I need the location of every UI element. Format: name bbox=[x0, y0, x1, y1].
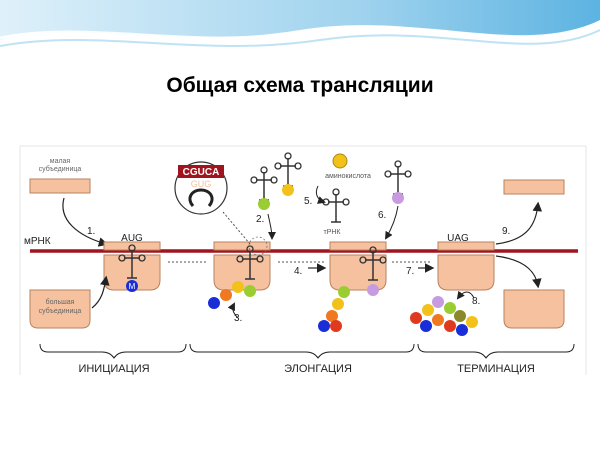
large-subunit-2 bbox=[213, 254, 271, 291]
step-label-3: 3. bbox=[234, 313, 242, 324]
peptide-4 bbox=[444, 302, 456, 314]
step-label-8: 8. bbox=[472, 296, 480, 307]
step-label-5: 5. bbox=[304, 196, 312, 207]
amino-r3-b bbox=[338, 286, 350, 298]
amino-r2-d bbox=[208, 297, 220, 309]
phase-label-elongation: ЭЛОНГАЦИЯ bbox=[284, 363, 352, 375]
peptide-1 bbox=[410, 312, 422, 324]
mrna-label: мРНК bbox=[24, 236, 51, 247]
amino-r2-c bbox=[220, 289, 232, 301]
small-subunit-label-line2: субъединица bbox=[39, 165, 82, 173]
peptide-5 bbox=[454, 310, 466, 322]
start-codon-label: AUG bbox=[121, 233, 143, 244]
small-subunit-free bbox=[29, 178, 91, 194]
peptide-8 bbox=[444, 320, 456, 332]
step-label-4: 4. bbox=[294, 266, 302, 277]
amino-r3-a bbox=[367, 284, 379, 296]
peptide-10 bbox=[466, 316, 478, 328]
amino-trna-b bbox=[282, 184, 294, 196]
amino-r3-c bbox=[332, 298, 344, 310]
amino-acid-label: аминокислота bbox=[325, 173, 371, 180]
translation-diagram: малая субъединица 1. мРНК AUG UAG больша… bbox=[19, 145, 587, 375]
step-label-2: 2. bbox=[256, 214, 264, 225]
large-subunit-label-line1: большая bbox=[46, 298, 75, 306]
step-label-6: 6. bbox=[378, 210, 386, 221]
anticodon-zoom-top-label: CGUCA bbox=[183, 167, 220, 178]
anticodon-zoom-box bbox=[178, 165, 224, 178]
stop-codon-label: UAG bbox=[447, 233, 469, 244]
large-subunit-released bbox=[503, 289, 565, 329]
amino-r2-a bbox=[244, 285, 256, 297]
amino-methionine bbox=[126, 280, 138, 292]
trna-label: тРНК bbox=[323, 229, 341, 236]
amino-trna-a bbox=[258, 198, 270, 210]
phase-label-termination: ТЕРМИНАЦИЯ bbox=[457, 363, 535, 375]
amino-r3-f bbox=[330, 320, 342, 332]
peptide-3 bbox=[432, 296, 444, 308]
large-subunit-4 bbox=[437, 254, 495, 291]
small-subunit-4 bbox=[437, 241, 495, 251]
small-subunit-3 bbox=[329, 241, 387, 251]
amino-r3-d bbox=[326, 310, 338, 322]
small-subunit-released bbox=[503, 179, 565, 195]
large-subunit-label-line2: субъединица bbox=[39, 307, 82, 315]
step-label-7: 7. bbox=[406, 266, 414, 277]
peptide-6 bbox=[420, 320, 432, 332]
step-label-9: 9. bbox=[502, 226, 510, 237]
peptide-2 bbox=[422, 304, 434, 316]
methionine-label: M bbox=[129, 282, 136, 291]
large-subunit-free bbox=[29, 289, 91, 329]
peptide-7 bbox=[432, 314, 444, 326]
amino-r3-e bbox=[318, 320, 330, 332]
header-wave bbox=[0, 0, 600, 47]
slide-title: Общая схема трансляции bbox=[166, 74, 434, 97]
amino-lilac-free bbox=[392, 192, 404, 204]
step-label-1: 1. bbox=[87, 226, 95, 237]
anticodon-zoom-bottom-label: GUG bbox=[191, 179, 212, 189]
peptide-9 bbox=[456, 324, 468, 336]
small-subunit-label-line1: малая bbox=[50, 158, 71, 165]
amino-r2-b bbox=[232, 281, 244, 293]
phase-label-initiation: ИНИЦИАЦИЯ bbox=[78, 363, 149, 375]
small-subunit-2 bbox=[213, 241, 271, 251]
amino-free bbox=[332, 153, 348, 169]
